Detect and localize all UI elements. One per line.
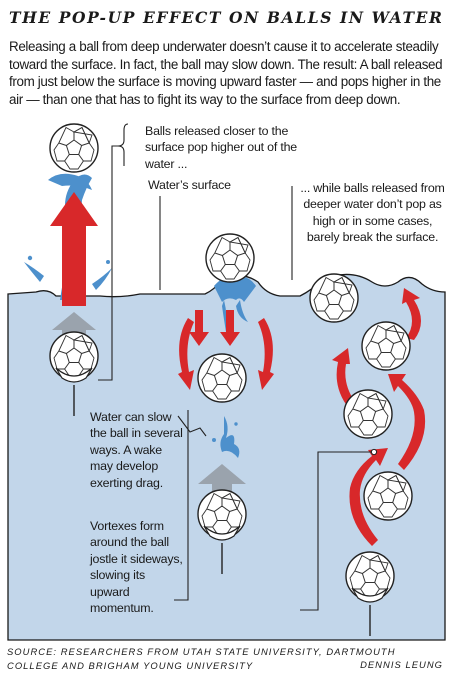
- graphic-title: THE POP-UP EFFECT ON BALLS IN WATER: [9, 8, 444, 27]
- zigzag-arrows: [332, 288, 426, 546]
- bracket-top: [117, 123, 129, 166]
- water-body: [7, 273, 446, 641]
- label-closer-to-surface: Balls released closer to the surface pop…: [145, 124, 297, 171]
- wake-splash: [212, 416, 240, 458]
- connector-left: [98, 145, 118, 381]
- ball-start-middle: [197, 489, 247, 539]
- splash-middle: [214, 277, 256, 332]
- ball-near-surface-right: [309, 273, 359, 323]
- label-slow-down: Water can slow the ball in several ways.…: [90, 410, 183, 490]
- vortex-leader: [300, 451, 374, 611]
- speed-arrow-left: [50, 192, 98, 306]
- label-waters-surface: Water’s surface: [148, 178, 231, 192]
- slow-leader: [174, 410, 189, 601]
- credit-line: DENNIS LEUNG: [360, 659, 443, 670]
- ball-slowing: [197, 353, 247, 403]
- ball-breaking-surface: [205, 233, 255, 283]
- ball-zigzag-2: [343, 389, 393, 439]
- label-vortexes: Vortexes form around the ball jostle it …: [90, 519, 183, 616]
- ball-start-deep: [345, 551, 395, 601]
- wake-leader: [177, 415, 207, 437]
- ball-zigzag-3: [363, 471, 413, 521]
- downward-flow-arrows: [178, 310, 274, 390]
- rise-arrow-middle: [198, 464, 246, 500]
- ball-start-shallow: [49, 331, 99, 381]
- ball-popped-high: [49, 123, 99, 173]
- source-line: SOURCE: RESEARCHERS FROM UTAH STATE UNIV…: [7, 646, 396, 671]
- intro-text: Releasing a ball from deep underwater do…: [9, 39, 443, 107]
- ball-zigzag-1: [361, 321, 411, 371]
- label-deeper-water: ... while balls released from deeper wat…: [300, 181, 445, 245]
